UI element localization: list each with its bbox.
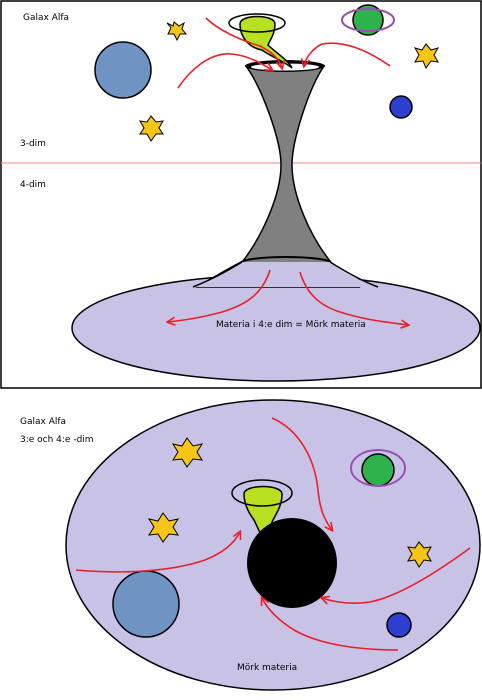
- flow-arrow: [262, 598, 399, 651]
- flow-arrow: [322, 547, 471, 603]
- flow-arrow: [75, 532, 240, 573]
- star-icon: [139, 115, 164, 142]
- label-3dim: 3-dim: [20, 139, 46, 149]
- label-4dim: 4-dim: [20, 180, 46, 190]
- flow-arrow: [177, 53, 272, 89]
- star-icon: [413, 43, 440, 70]
- ringed-planet-icon: [341, 4, 395, 36]
- blue-planet: [112, 570, 180, 638]
- dark-blue-planet: [386, 612, 412, 638]
- bottom-disc-caption: Mörk materia: [237, 663, 297, 673]
- dark-blue-planet: [389, 95, 413, 119]
- star-icon: [166, 21, 188, 42]
- bottom-title: Galax Alfa: [20, 417, 66, 427]
- star-icon: [407, 541, 432, 568]
- blue-planet: [94, 41, 152, 99]
- star-icon: [171, 437, 204, 468]
- flow-arrow: [205, 17, 282, 68]
- black-hole: [247, 518, 337, 608]
- top-title: Galax Alfa: [23, 13, 69, 23]
- star-icon: [147, 512, 180, 543]
- ringed-planet-icon: [350, 449, 406, 487]
- funnel-flare: [193, 262, 378, 287]
- flow-arrow: [299, 271, 408, 325]
- flow-arrow: [304, 42, 391, 66]
- bottom-panel: Galax Alfa 3:e och 4:e -dim Mörk materia: [20, 399, 481, 691]
- bottom-subtitle: 3:e och 4:e -dim: [20, 435, 94, 445]
- flow-arrow: [271, 417, 332, 530]
- funnel-flare-edges: [192, 261, 379, 288]
- top-panel: Galax Alfa 3-dim 4-dim: [0, 0, 482, 389]
- flow-arrow: [168, 269, 271, 322]
- top-disc-caption: Materia i 4:e dim = Mörk materia: [216, 320, 366, 330]
- galaxy-icon: [228, 13, 293, 69]
